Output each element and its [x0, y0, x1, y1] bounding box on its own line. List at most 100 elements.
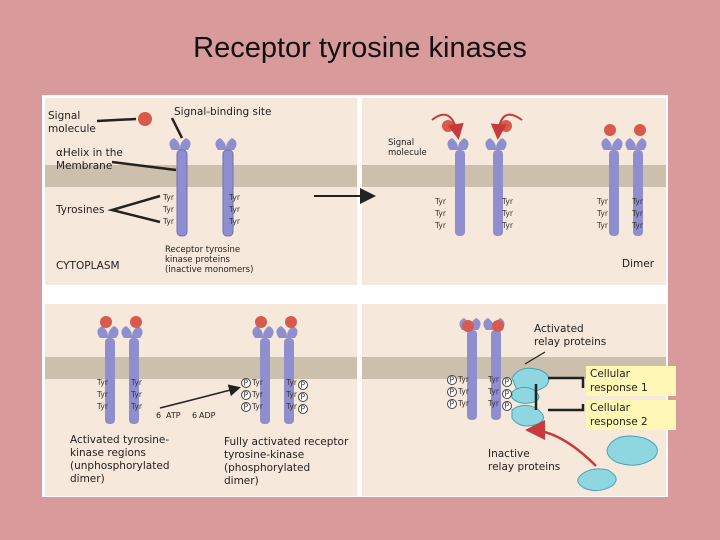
tyr-label: Tyr	[457, 387, 470, 396]
fully-activated-label: Fully activated receptor tyrosine-kinase…	[224, 436, 349, 487]
activated-relay-protein	[511, 386, 540, 404]
signal-molecule	[138, 112, 152, 126]
phosphate-marker	[447, 387, 457, 397]
response-bracket	[548, 404, 585, 412]
tyr-label: Tyr	[251, 390, 264, 399]
tyrosines-bracket	[107, 194, 161, 224]
adp-count: 6	[192, 411, 197, 420]
signal-molecule	[130, 316, 142, 328]
inactive-relay-protein	[577, 468, 617, 492]
tyr-label: Tyr	[285, 378, 298, 387]
tyr-label: Tyr	[457, 399, 470, 408]
phosphate-label: P	[301, 405, 306, 414]
tyr-label: Tyr	[162, 205, 175, 214]
dimer-label: Dimer	[622, 258, 655, 270]
membrane	[45, 165, 357, 187]
signal-binding-site-label: Signal-binding site	[174, 106, 272, 118]
tyr-label: Tyr	[487, 399, 500, 408]
signal-molecule	[100, 316, 112, 328]
response-bracket	[548, 376, 585, 388]
pointer-line	[96, 117, 137, 123]
phosphate-label: P	[505, 390, 510, 399]
phosphate-label: P	[244, 403, 249, 412]
phosphate-label: P	[450, 388, 455, 397]
receptor-dimer-unphosphorylated	[97, 316, 143, 424]
binding-arrow	[431, 113, 464, 140]
phosphate-marker	[447, 399, 457, 409]
inactive-relay-protein	[606, 435, 658, 466]
tyr-label: Tyr	[228, 217, 241, 226]
pointer-line	[111, 160, 177, 172]
phosphate-label: P	[301, 393, 306, 402]
phosphate-marker	[447, 375, 457, 385]
tyr-label: Tyr	[596, 197, 609, 206]
tyr-label: Tyr	[96, 378, 109, 387]
phosphate-marker	[502, 401, 512, 411]
inactive-relay-label: Inactive relay proteins	[488, 448, 561, 473]
tyr-label: Tyr	[434, 221, 447, 230]
cellular-response-2-box: Cellular response 2	[586, 400, 676, 430]
phosphate-marker	[241, 402, 251, 412]
pointer-line	[170, 117, 184, 139]
tyr-label: Tyr	[596, 209, 609, 218]
panel-top-right	[362, 98, 666, 285]
phosphate-marker	[298, 392, 308, 402]
signal-molecule	[442, 120, 454, 132]
tyr-label: Tyr	[162, 193, 175, 202]
phosphate-label: P	[505, 378, 510, 387]
signal-molecule-label: Signal molecule	[48, 110, 96, 135]
activated-kinase-label: Activated tyrosine- kinase regions (unph…	[70, 434, 170, 485]
tyr-label: Tyr	[162, 217, 175, 226]
cytoplasm-label: CYTOPLASM	[56, 260, 120, 272]
receptor-monomer-right	[215, 138, 237, 237]
tyr-label: Tyr	[130, 390, 143, 399]
tyr-label: Tyr	[434, 197, 447, 206]
phosphate-label: P	[301, 381, 306, 390]
tyr-label: Tyr	[501, 197, 514, 206]
adp-label: ADP	[199, 411, 216, 420]
signal-molecule	[634, 124, 646, 136]
signal-molecule	[285, 316, 297, 328]
phosphate-label: P	[450, 376, 455, 385]
tyr-label: Tyr	[631, 209, 644, 218]
phosphate-marker	[241, 390, 251, 400]
membrane	[45, 357, 357, 379]
phosphate-label: P	[244, 391, 249, 400]
tyr-label: Tyr	[487, 387, 500, 396]
phosphate-label: P	[244, 379, 249, 388]
tyr-label: Tyr	[285, 390, 298, 399]
tyr-label: Tyr	[457, 375, 470, 384]
membrane	[362, 165, 666, 187]
receptor-monomer-left	[169, 138, 191, 237]
tyrosines-label: Tyrosines	[56, 204, 105, 216]
phosphate-marker	[502, 377, 512, 387]
signal-molecule	[492, 320, 504, 332]
tyr-label: Tyr	[251, 402, 264, 411]
tyr-label: Tyr	[631, 221, 644, 230]
signal-molecule	[255, 316, 267, 328]
signal-molecule	[462, 320, 474, 332]
tyr-label: Tyr	[596, 221, 609, 230]
phosphorylation-arrow	[159, 384, 241, 409]
tyr-label: Tyr	[631, 197, 644, 206]
receptor-proteins-label: Receptor tyrosine kinase proteins (inact…	[165, 245, 254, 275]
phosphate-marker	[298, 380, 308, 390]
tyr-label: Tyr	[501, 209, 514, 218]
slide-title: Receptor tyrosine kinases	[193, 32, 527, 64]
signal-molecule	[500, 120, 512, 132]
tyr-label: Tyr	[228, 193, 241, 202]
signal-molecule-label-2: Signal molecule	[388, 138, 427, 158]
tyr-label: Tyr	[96, 390, 109, 399]
tyr-label: Tyr	[285, 402, 298, 411]
phosphate-label: P	[450, 400, 455, 409]
phosphate-marker	[241, 378, 251, 388]
phosphate-marker	[298, 404, 308, 414]
tyr-label: Tyr	[96, 402, 109, 411]
activated-relay-label: Activated relay proteins	[534, 323, 607, 348]
receptor-dimer-phosphorylated	[252, 316, 298, 424]
tyr-label: Tyr	[130, 378, 143, 387]
tyr-label: Tyr	[251, 378, 264, 387]
pointer-line	[524, 351, 546, 365]
signal-molecule	[604, 124, 616, 136]
